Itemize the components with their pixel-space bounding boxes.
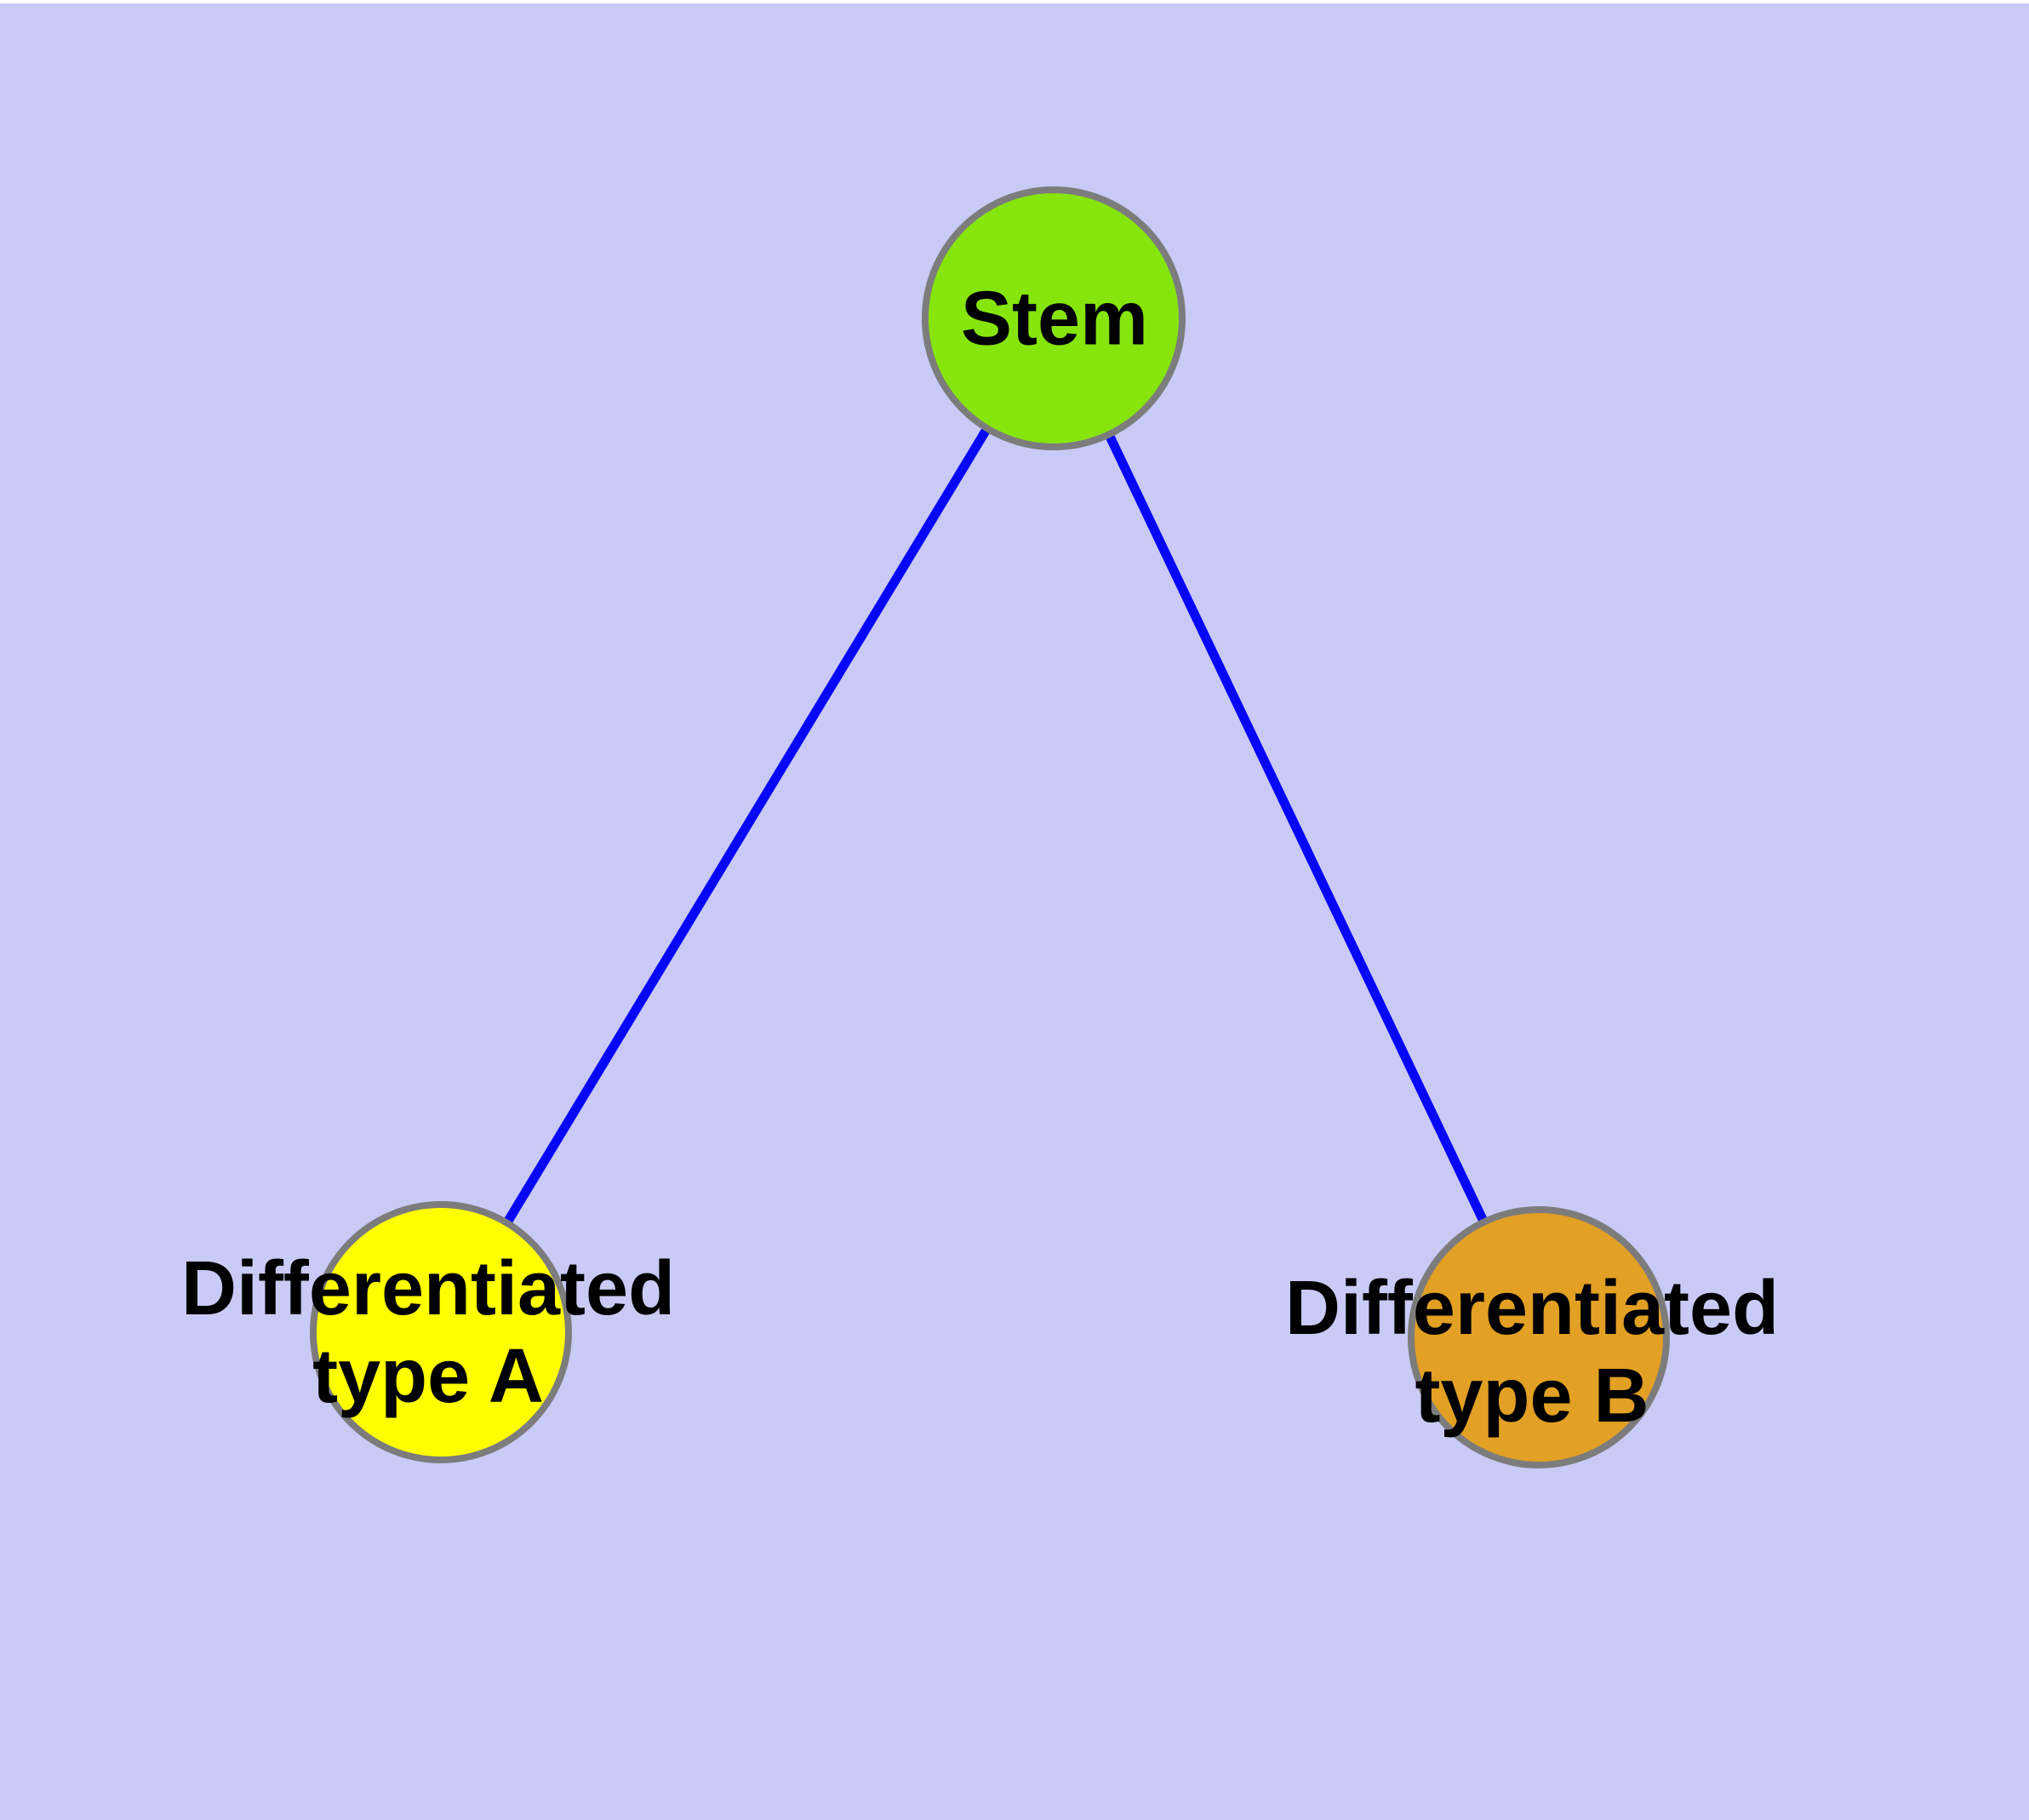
top-margin-strip bbox=[0, 0, 2029, 3]
node-type-b-label: Differentiated type B bbox=[1285, 1265, 1779, 1440]
node-stem-label: Stem bbox=[961, 276, 1148, 363]
node-type-b-label-line2: type B bbox=[1415, 1354, 1649, 1439]
node-stem-circle bbox=[922, 186, 1186, 450]
node-type-a-label-line2: type A bbox=[312, 1334, 544, 1419]
node-type-b-label-line1: Differentiated bbox=[1284, 1266, 1780, 1351]
node-type-a-circle bbox=[310, 1201, 572, 1463]
node-type-a-label-line1: Differentiated bbox=[180, 1246, 676, 1331]
edge-stem-to-type-b bbox=[1049, 316, 1543, 1340]
node-stem-label-text: Stem bbox=[960, 276, 1149, 362]
edge-stem-to-type-a bbox=[437, 316, 1058, 1335]
node-type-b-circle bbox=[1408, 1206, 1670, 1468]
node-type-a-label: Differentiated type A bbox=[181, 1245, 675, 1421]
